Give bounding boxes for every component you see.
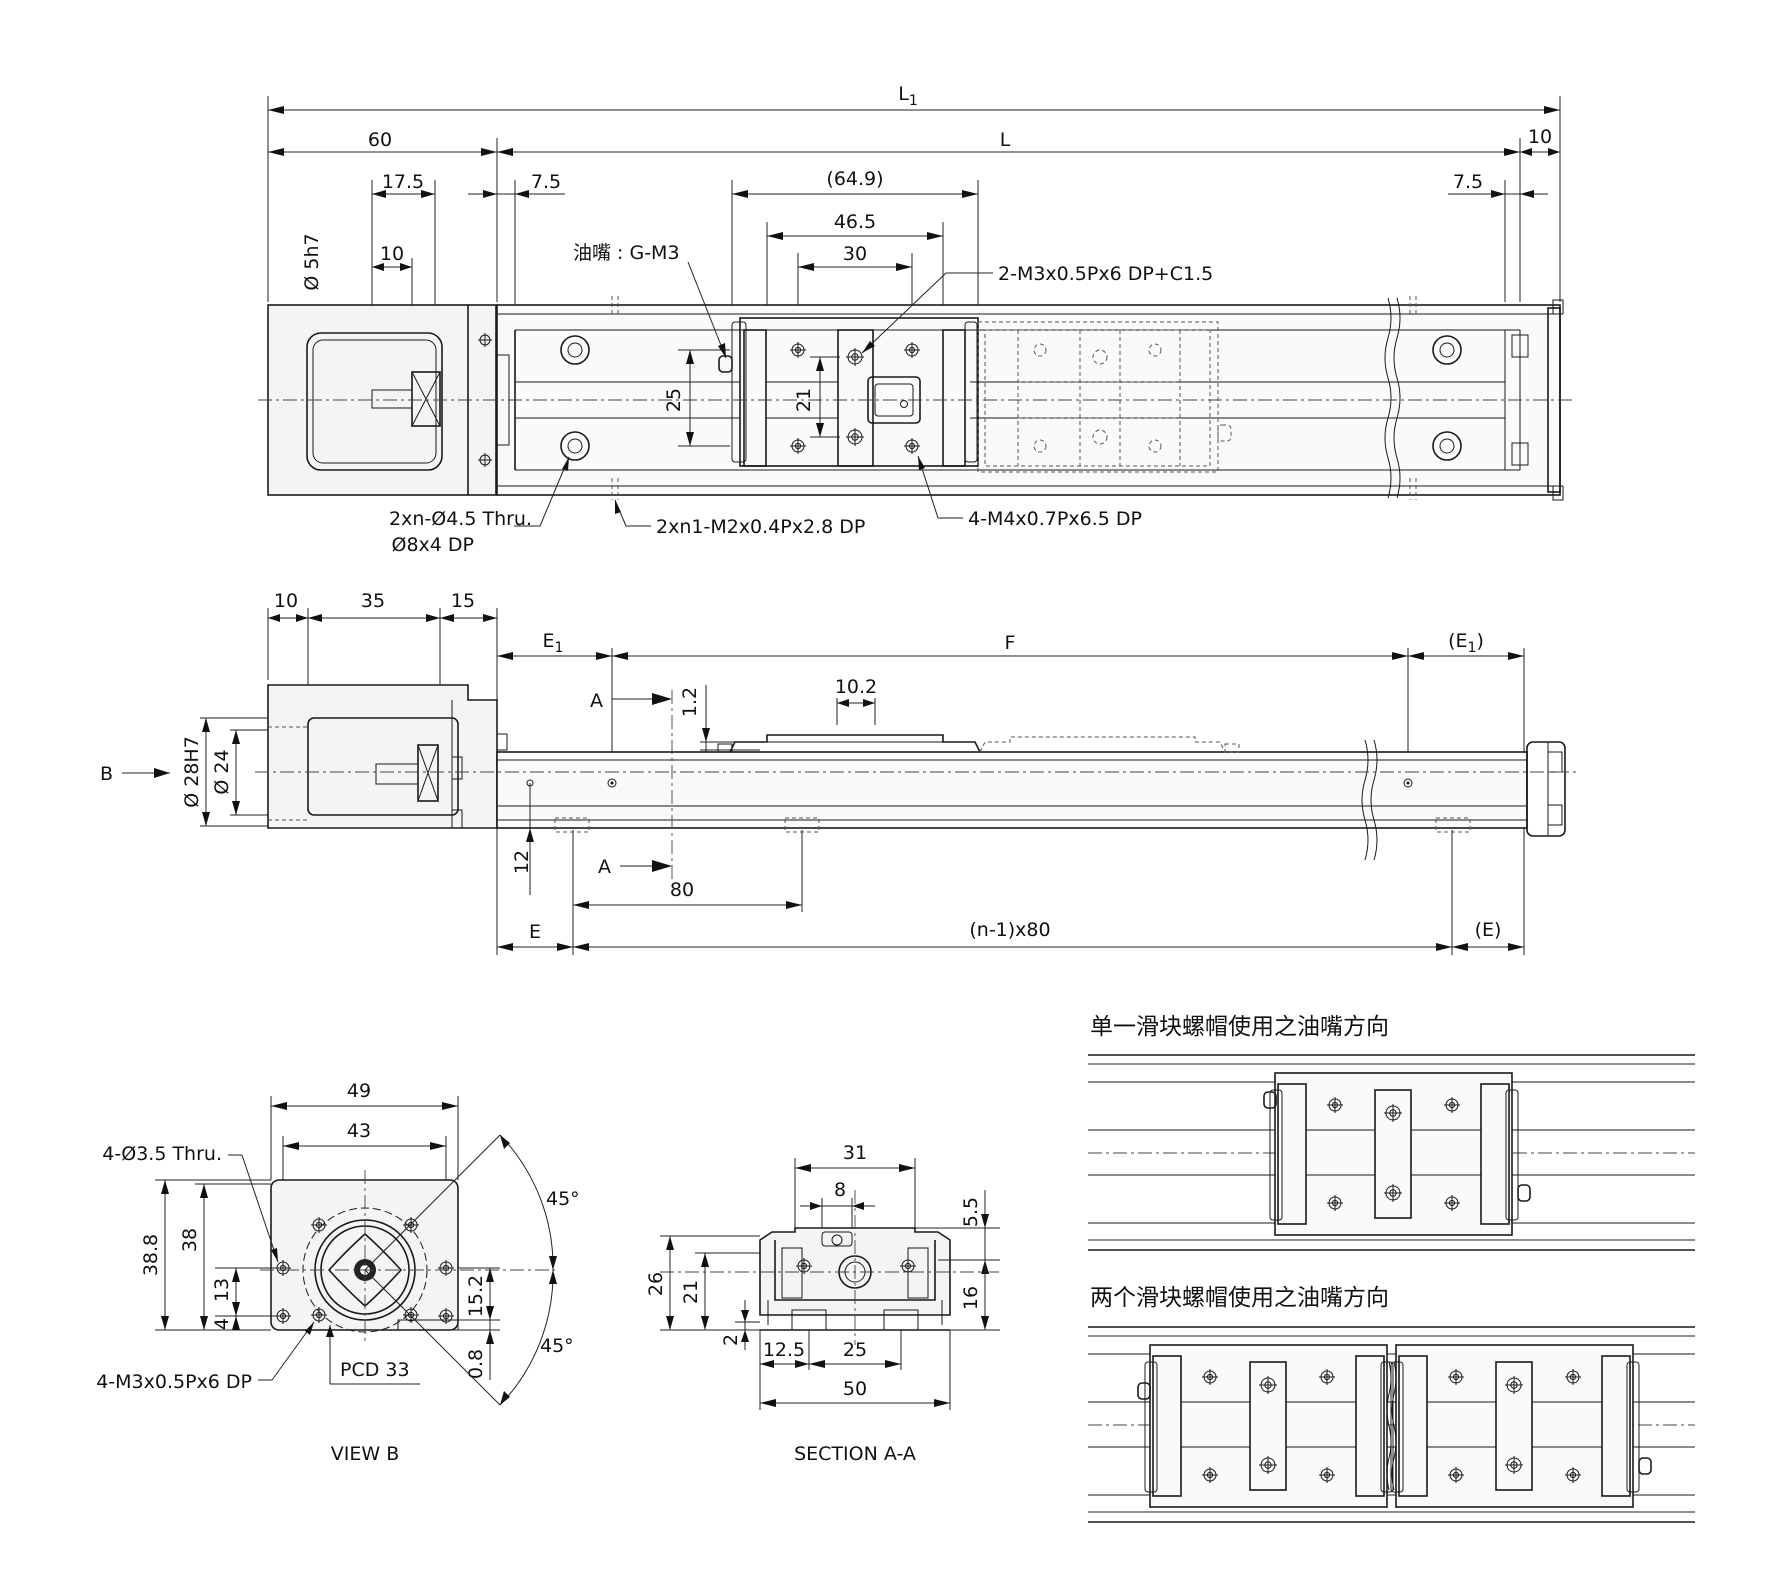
dim-64-9: (64.9) xyxy=(826,168,883,190)
dim-E1: E1 xyxy=(543,630,564,656)
motor-flange-side xyxy=(267,684,498,829)
dim-38-8: 38.8 xyxy=(140,1234,162,1276)
label-A-top: A xyxy=(590,690,603,712)
dim-26: 26 xyxy=(645,1272,667,1296)
dim-15: 15 xyxy=(451,590,475,612)
dim-E-right: (E) xyxy=(1475,919,1502,941)
dim-60: 60 xyxy=(368,129,392,151)
dim-12-5: 12.5 xyxy=(763,1339,805,1361)
dim-7-5-left: 7.5 xyxy=(531,171,561,193)
dim-10-right: 10 xyxy=(1528,126,1552,148)
phantom-carriage xyxy=(977,321,1219,473)
oil-nipple-left xyxy=(1263,1091,1277,1109)
dim-46-5: 46.5 xyxy=(834,211,876,233)
dim-12: 12 xyxy=(511,850,533,874)
callout-thru-1: 2xn-Ø4.5 Thru. xyxy=(389,508,532,530)
dim-1-2: 1.2 xyxy=(679,687,701,717)
dim-28H7: Ø 28H7 xyxy=(181,736,203,808)
callout-m4: 4-M4x0.7Px6.5 DP xyxy=(968,508,1142,530)
dim-E: E xyxy=(529,921,541,943)
section-aa-caption: SECTION A-A xyxy=(794,1443,916,1465)
dim-30: 30 xyxy=(843,243,867,265)
dim-25: 25 xyxy=(663,388,685,412)
dim-16: 16 xyxy=(960,1286,982,1310)
dim-49: 49 xyxy=(347,1080,371,1102)
view-b-caption: VIEW B xyxy=(331,1443,399,1465)
callout-m2: 2xn1-M2x0.4Px2.8 DP xyxy=(656,516,865,538)
callout-thru: 4-Ø3.5 Thru. xyxy=(102,1143,222,1165)
view-b: 49 43 45° 45° 4-Ø3.5 xyxy=(96,1080,580,1465)
double-carriage-right xyxy=(1390,1344,1652,1508)
dim-F: F xyxy=(1005,632,1016,654)
dim-10-2: 10.2 xyxy=(835,676,877,698)
label-B: B xyxy=(100,763,113,785)
dim-10: 10 xyxy=(274,590,298,612)
dim-shaft-dia: Ø 5h7 xyxy=(301,233,323,290)
section-aa: 31 8 26 21 2 xyxy=(645,1142,1000,1465)
callout-pcd: PCD 33 xyxy=(340,1359,410,1381)
dim-L1: L1 xyxy=(898,83,918,109)
callout-oil-nipple: 油嘴 : G-M3 xyxy=(573,242,680,264)
double-carriage-left xyxy=(1137,1344,1394,1508)
rail-side xyxy=(496,751,1528,829)
dim-L: L xyxy=(1000,129,1011,151)
dim-43: 43 xyxy=(347,1120,371,1142)
coupling-window xyxy=(306,332,443,471)
dim-24: Ø 24 xyxy=(211,749,233,794)
dim-35: 35 xyxy=(361,590,385,612)
angle-top: 45° xyxy=(546,1188,580,1210)
oil-nipple-outer-right xyxy=(1638,1457,1652,1475)
single-carriage xyxy=(1263,1072,1531,1236)
dim-31: 31 xyxy=(843,1142,867,1164)
dim-13: 13 xyxy=(211,1278,233,1302)
dim-38: 38 xyxy=(179,1228,201,1252)
side-view: 10 35 15 E1 F (E1) 10.2 1.2 xyxy=(100,590,1580,955)
oil-nipple-outer-left xyxy=(1137,1382,1151,1400)
counterbore-hole xyxy=(560,335,590,365)
counterbore-hole xyxy=(1432,431,1462,461)
callout-m3-view-b: 4-M3x0.5Px6 DP xyxy=(96,1371,252,1393)
dim-80: 80 xyxy=(670,879,694,901)
dim-8: 8 xyxy=(834,1179,846,1201)
dim-10-shaft: 10 xyxy=(380,243,404,265)
dim-pitch: (n-1)x80 xyxy=(969,919,1050,941)
dim-25-section: 25 xyxy=(843,1339,867,1361)
oil-nipple-views: 单一滑块螺帽使用之油嘴方向 两个滑块螺帽使用之油嘴 xyxy=(1088,1014,1695,1523)
end-cap-side xyxy=(1526,741,1566,837)
dim-21: 21 xyxy=(793,388,815,412)
view-b-flange xyxy=(270,1179,459,1331)
callout-m3: 2-M3x0.5Px6 DP+C1.5 xyxy=(998,263,1213,285)
title-single-carriage: 单一滑块螺帽使用之油嘴方向 xyxy=(1090,1014,1389,1040)
title-double-carriage: 两个滑块螺帽使用之油嘴方向 xyxy=(1090,1285,1389,1311)
dim-7-5-right: 7.5 xyxy=(1453,171,1483,193)
angle-bottom: 45° xyxy=(540,1335,574,1357)
oil-nipple-right xyxy=(1517,1184,1531,1202)
dim-E1-right: (E1) xyxy=(1448,630,1484,656)
dim-15-2: 15.2 xyxy=(465,1275,487,1317)
flange-screw-bottom xyxy=(478,453,492,467)
callout-thru-2: Ø8x4 DP xyxy=(391,534,474,556)
dim-4: 4 xyxy=(211,1318,233,1330)
carriage-side xyxy=(729,734,981,753)
dim-17-5: 17.5 xyxy=(382,171,424,193)
dim-2: 2 xyxy=(720,1334,742,1346)
counterbore-hole xyxy=(560,431,590,461)
dim-21-section: 21 xyxy=(680,1280,702,1304)
top-view: L1 60 L 10 17.5 7.5 (64.9) 7.5 46.5 xyxy=(258,83,1575,556)
flange-screw-top xyxy=(478,333,492,347)
dim-50: 50 xyxy=(843,1378,867,1400)
dim-5-5: 5.5 xyxy=(960,1197,982,1227)
dim-0-8: 0.8 xyxy=(465,1349,487,1379)
counterbore-hole xyxy=(1432,335,1462,365)
label-A-bottom: A xyxy=(598,856,611,878)
